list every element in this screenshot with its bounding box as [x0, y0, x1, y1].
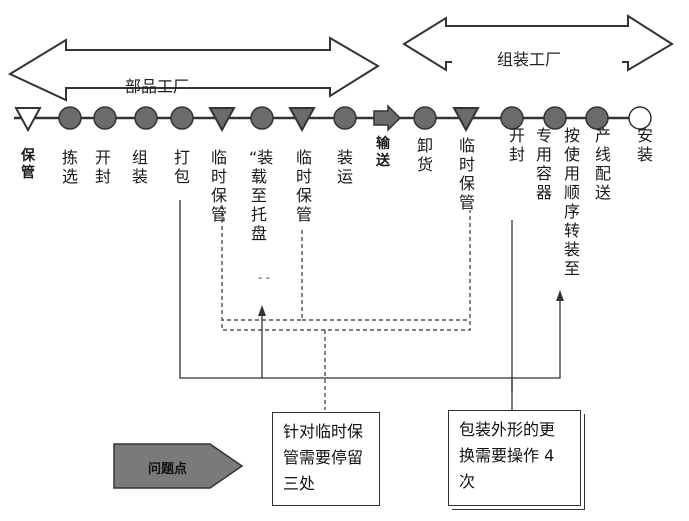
parts-factory-arrow: [7, 36, 380, 102]
step-label-12: 开封: [508, 126, 525, 164]
step-node-3-circle: [134, 106, 158, 130]
step-label-9: 输送: [376, 136, 390, 169]
step-label-13: 专用容器: [535, 126, 552, 202]
step-label-11: 临时保管: [458, 136, 475, 212]
step-label-0: 保管: [21, 148, 35, 181]
step-label-10: 卸货: [416, 136, 433, 174]
step-node-16-circle-open: [628, 106, 652, 130]
storage-note-text: 针对临时保管需要停留三处: [283, 422, 364, 493]
step-label-6: “装载至托盘: [249, 148, 274, 243]
step-label-1: 拣选: [61, 148, 78, 186]
dashed-connector: [221, 205, 471, 410]
packaging-problem-note: 包装外形的更换需要操作 4 次: [448, 410, 581, 506]
step-node-1-circle: [58, 106, 82, 130]
step-label-14: 按使用顺序转装至: [563, 126, 580, 278]
step-label-4: 打包: [173, 148, 190, 186]
step-node-10-circle: [413, 106, 437, 130]
step-node-8-circle: [333, 106, 357, 130]
solid-connector: [179, 200, 513, 379]
packaging-note-text: 包装外形的更换需要操作 4 次: [459, 420, 556, 491]
step-node-4-circle: [170, 106, 194, 130]
step-node-5-triangle: [208, 107, 236, 133]
assembly-factory-label: 组装工厂: [497, 50, 562, 69]
step-label-5: 临时保管: [210, 148, 227, 224]
problem-tag-label: 问题点: [148, 462, 188, 477]
stray-mark: - -: [258, 271, 270, 284]
parts-factory-label: 部品工厂: [125, 77, 190, 96]
step-node-12-circle: [500, 106, 524, 130]
storage-problem-note: 针对临时保管需要停留三处: [272, 412, 380, 506]
step-node-6-circle: [250, 106, 274, 130]
step-label-8: 装运: [336, 148, 353, 186]
step-node-0-triangle-open: [14, 107, 42, 133]
step-label-16: 安装: [636, 126, 653, 164]
step-label-3: 组装: [131, 148, 148, 186]
step-node-15-circle: [585, 106, 609, 130]
step-node-11-triangle: [452, 107, 480, 133]
step-label-7: 临时保管: [295, 148, 312, 224]
step-node-2-circle: [93, 106, 117, 130]
step-node-7-triangle: [288, 107, 316, 133]
problem-tag: [113, 443, 244, 489]
step-label-2: 开封: [94, 148, 111, 186]
step-label-15: 产线配送: [594, 126, 611, 202]
step-node-13-circle: [543, 106, 567, 130]
step-node-9-arrow: [373, 104, 402, 132]
